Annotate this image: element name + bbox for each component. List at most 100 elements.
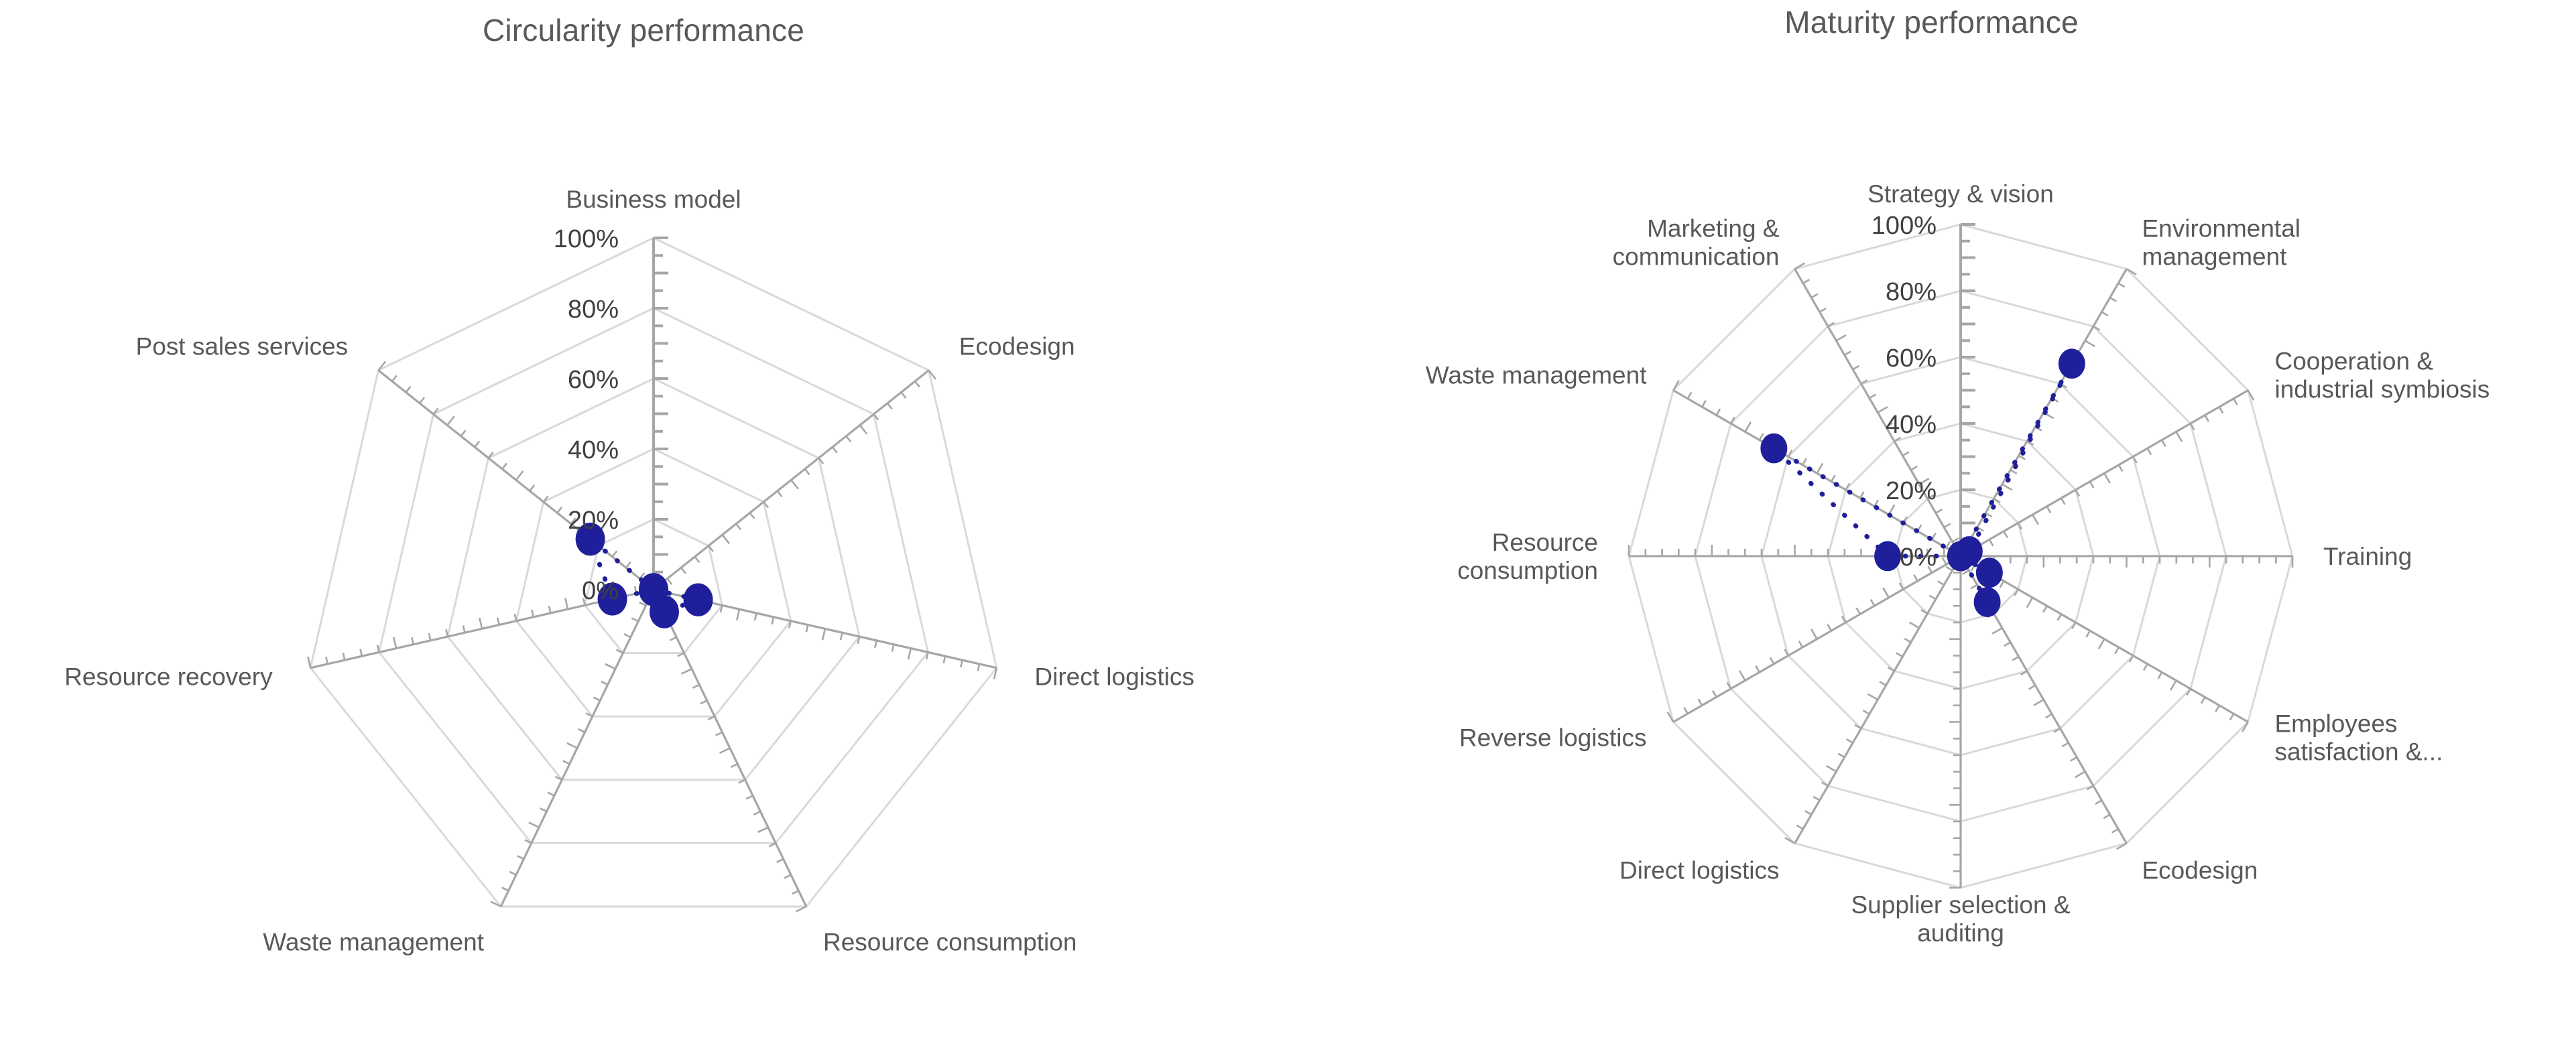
radar-axis-tick: [548, 606, 552, 614]
radar-axis-tick: [873, 413, 879, 421]
radar-axis-tick: [738, 779, 746, 784]
radar-axis-tick: [804, 468, 810, 476]
radar-axis-tick: [1715, 408, 1721, 416]
category-label: Resource consumption: [823, 928, 1077, 955]
radar-axis-tick: [891, 644, 895, 652]
radar-axis-tick: [325, 657, 329, 665]
radar-axis-tick: [2060, 497, 2066, 505]
radar-axis-tick: [2057, 613, 2063, 621]
radar-axis-tick: [1830, 474, 1836, 482]
radar-axis-tick: [625, 561, 631, 569]
radar-axis-tick: [2018, 454, 2026, 460]
radar-axis-tick: [1970, 584, 1978, 590]
radar-axis-tick: [805, 624, 809, 633]
radar-axis-tick: [821, 628, 826, 641]
value-tick-label: 60%: [568, 366, 619, 394]
radar-ring-20: [583, 518, 724, 655]
radar-axis-tick: [873, 640, 877, 648]
chart-panel-maturity: Maturity performance 0%20%40%60%80%100%S…: [1287, 0, 2576, 1062]
category-label: Post sales services: [136, 333, 349, 360]
radar-axis-tick: [479, 617, 483, 629]
radar-axis-tick: [1945, 566, 1953, 572]
radar-axis-tick: [1859, 491, 1865, 499]
radar-axis-tick: [2186, 688, 2192, 696]
value-tick-label: 20%: [568, 507, 619, 535]
radar-axis-tick: [1854, 724, 1862, 730]
value-tick-label: 40%: [1886, 411, 1937, 439]
data-point-marker: [1947, 541, 1974, 572]
category-label: Reverse logistics: [1459, 724, 1647, 752]
radar-axis-tick: [393, 637, 397, 649]
radar-axis-tick: [666, 578, 673, 586]
radar-axis-tick: [531, 609, 535, 618]
radar-axis-tick: [1910, 465, 1918, 471]
chart-title-maturity: Maturity performance: [1784, 5, 2079, 40]
category-label: Cooperation &industrial symbiosis: [2275, 348, 2490, 403]
radar-axis-tick: [460, 429, 467, 437]
radar-axis-tick: [1726, 681, 1732, 689]
radar-axis-tick: [721, 534, 731, 545]
radar-series-maturity: [1760, 348, 2085, 617]
category-label: Waste management: [1426, 362, 1647, 389]
value-tick-label: 0%: [582, 577, 619, 605]
radar-axis-tick: [977, 663, 981, 671]
radar-axis-tick: [391, 375, 397, 382]
radar-axis-tick: [753, 810, 761, 816]
radar-axis-tick: [677, 652, 685, 657]
radar-axis-tick: [1798, 640, 1804, 648]
radar-axis-tick: [2061, 742, 2069, 748]
radar-axis-tick: [795, 905, 807, 913]
radar-axis-tick: [513, 613, 517, 621]
radar-ring-80: [377, 307, 930, 844]
radar-axis-tick: [1844, 350, 1851, 356]
radar-axis-tick: [615, 649, 623, 654]
category-label: Direct logistics: [1034, 663, 1194, 691]
radar-axis-tick: [2004, 641, 2011, 647]
radar-axis-tick: [886, 402, 893, 410]
radar-axis-tick: [1885, 422, 1893, 428]
radar-axis-tick: [2247, 389, 2255, 401]
radar-axis-tick: [601, 680, 609, 686]
radar-axis-tick: [1821, 781, 1829, 787]
radar-axis-tick: [1796, 824, 1804, 830]
radar-axis-tick: [2071, 622, 2077, 630]
radar-axis-2: [1960, 389, 2249, 557]
radar-axis-tick: [1811, 293, 1819, 299]
radar-axis-tick: [1882, 587, 1890, 598]
category-label: Business model: [566, 186, 741, 213]
radar-axis-tick: [839, 633, 843, 641]
data-point-marker: [639, 573, 668, 606]
radar-axis-tick: [585, 712, 593, 718]
radar-axis-tick: [1999, 580, 2005, 588]
radar-axis-tick: [2142, 663, 2148, 671]
radar-axis-tick: [942, 656, 946, 664]
radar-axis-4: [1960, 555, 2249, 723]
data-point-marker: [1760, 433, 1788, 464]
radar-axis-tick: [2053, 728, 2061, 733]
radar-axis-tick: [694, 556, 700, 563]
radar-axis-tick: [1845, 738, 1853, 744]
radar-axis-tick: [1930, 533, 1937, 540]
radar-axis-tick: [2146, 448, 2152, 456]
radar-axis-tick: [582, 598, 586, 606]
radar-axis-tick: [788, 620, 792, 628]
radar-axis-tick: [1835, 334, 1847, 342]
radar-axis-tick: [2095, 799, 2103, 805]
radar-axis-tick: [1827, 624, 1833, 632]
radar-axis-tick: [419, 397, 426, 404]
radar-axis-tick: [547, 791, 555, 797]
radar-axis-tick: [501, 462, 508, 470]
radar-axis-tick: [1869, 599, 1876, 606]
radar-axis-tick: [342, 653, 346, 661]
radar-axis-tick: [1920, 609, 1928, 614]
radar-axis-tick: [593, 696, 601, 702]
radar-axis-tick: [566, 742, 578, 749]
radar-axis-tick: [1683, 706, 1689, 714]
radar-axis-tick: [509, 870, 517, 876]
radar-axis-tick: [2114, 647, 2120, 655]
radar-axis-tick: [749, 512, 755, 519]
radar-axis-tick: [1794, 262, 1805, 270]
radar-axis-tick: [2020, 670, 2028, 676]
